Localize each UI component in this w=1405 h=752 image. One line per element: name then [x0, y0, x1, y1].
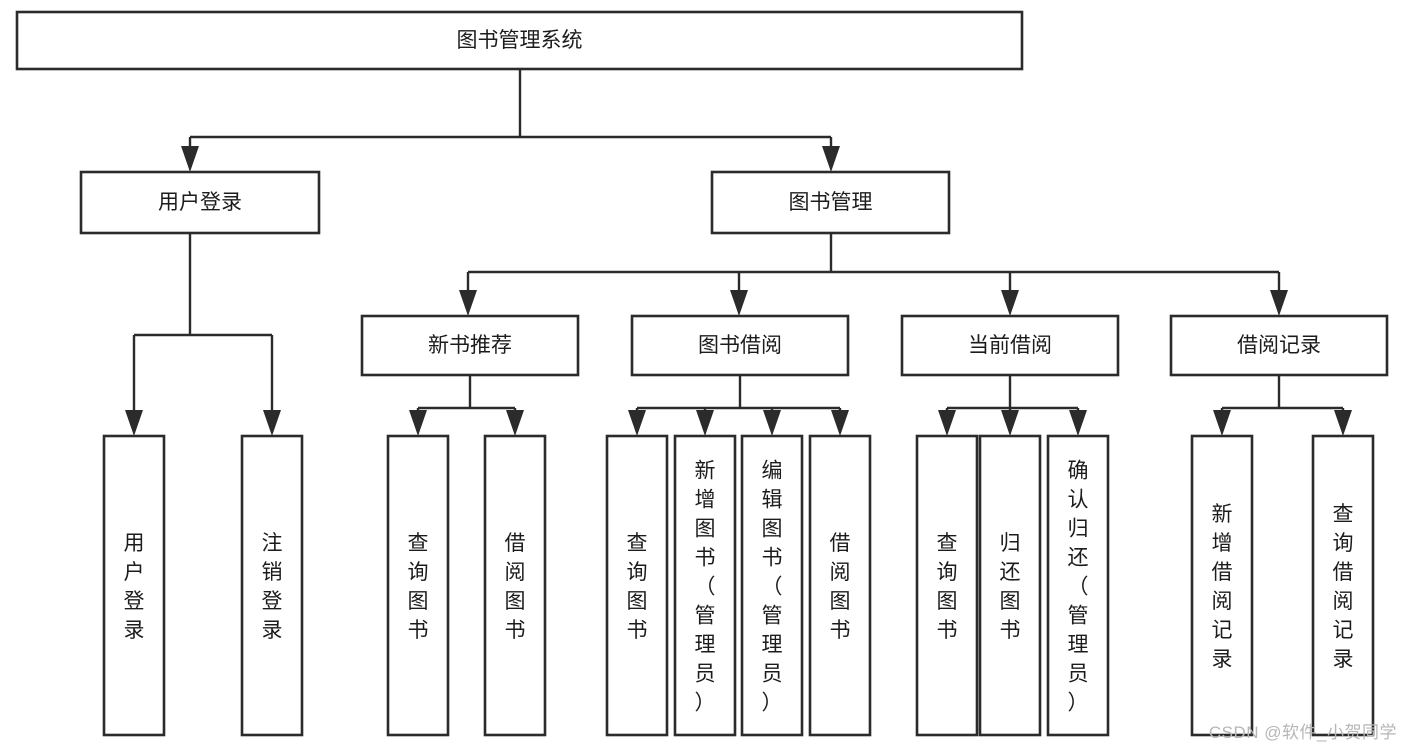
node-box[interactable]: [240, 434, 304, 737]
node-layer: 图书管理系统用户登录图书管理新书推荐图书借阅当前借阅借阅记录用户登录注销登录查询…: [15, 10, 1389, 737]
arrow-head-icon: [822, 146, 840, 172]
node-box[interactable]: [978, 434, 1042, 737]
arrow-head-icon: [263, 410, 281, 436]
node-leaf-add-book[interactable]: 新增图书（管理员）: [673, 434, 737, 737]
node-leaf-edit-book[interactable]: 编辑图书（管理员）: [740, 434, 804, 737]
node-box[interactable]: [605, 434, 669, 737]
node-current-borrow[interactable]: 当前借阅: [900, 314, 1120, 377]
node-box[interactable]: [630, 314, 850, 377]
arrow-head-icon: [181, 146, 199, 172]
arrow-head-icon: [409, 410, 427, 436]
node-label: 当前借阅: [968, 334, 1052, 357]
arrow-head-icon: [938, 410, 956, 436]
arrow-head-icon: [1069, 410, 1087, 436]
node-label: 归还图书: [1000, 532, 1021, 642]
edge-group-book-manage-children: [459, 233, 1288, 316]
node-label: 用户登录: [124, 532, 145, 642]
node-label: 查询图书: [937, 532, 958, 642]
arrow-head-icon: [1270, 290, 1288, 316]
node-box[interactable]: [1311, 434, 1375, 737]
edge-group-user-login-children: [125, 233, 281, 436]
node-label: 查询图书: [627, 532, 648, 642]
arrow-head-icon: [696, 410, 714, 436]
node-leaf-borrow-book[interactable]: 借阅图书: [808, 434, 872, 737]
node-label: 确认归还（管理员）: [1068, 460, 1089, 715]
node-label: 新书推荐: [428, 334, 512, 357]
node-box[interactable]: [1169, 314, 1389, 377]
csdn-watermark: CSDN @软件_小贺同学: [1208, 723, 1397, 742]
node-borrow-record[interactable]: 借阅记录: [1169, 314, 1389, 377]
arrow-head-icon: [831, 410, 849, 436]
node-new-book-rec[interactable]: 新书推荐: [360, 314, 580, 377]
node-book-borrow[interactable]: 图书借阅: [630, 314, 850, 377]
edge-group-borrow-record-children: [1213, 375, 1352, 436]
node-label: 借阅图书: [505, 532, 526, 642]
node-label: 新增借阅记录: [1212, 503, 1233, 671]
node-label: 查询借阅记录: [1333, 503, 1354, 671]
edge-group-root-children: [181, 69, 840, 172]
node-label: 编辑图书（管理员）: [762, 460, 783, 715]
node-box[interactable]: [740, 434, 804, 737]
node-label: 借阅记录: [1237, 334, 1321, 357]
arrow-head-icon: [459, 290, 477, 316]
node-box[interactable]: [102, 434, 166, 737]
node-label: 用户登录: [158, 191, 242, 214]
node-leaf-user-login[interactable]: 用户登录: [102, 434, 166, 737]
node-label: 新增图书（管理员）: [695, 460, 716, 715]
node-label: 注销登录: [262, 532, 283, 642]
node-box[interactable]: [79, 170, 321, 235]
node-box[interactable]: [1046, 434, 1110, 737]
arrow-head-icon: [125, 410, 143, 436]
node-leaf-query-record[interactable]: 查询借阅记录: [1311, 434, 1375, 737]
node-box[interactable]: [1190, 434, 1254, 737]
node-box[interactable]: [483, 434, 547, 737]
node-label: 借阅图书: [830, 532, 851, 642]
node-label: 查询图书: [408, 532, 429, 642]
node-label: 图书借阅: [698, 334, 782, 357]
edge-group-new-book-rec-children: [409, 375, 524, 436]
node-leaf-confirm-return[interactable]: 确认归还（管理员）: [1046, 434, 1110, 737]
arrow-head-icon: [1334, 410, 1352, 436]
node-leaf-logout[interactable]: 注销登录: [240, 434, 304, 737]
node-leaf-return-book[interactable]: 归还图书: [978, 434, 1042, 737]
node-label: 图书管理系统: [457, 29, 583, 52]
arrow-head-icon: [628, 410, 646, 436]
node-leaf-borrow-book-rec[interactable]: 借阅图书: [483, 434, 547, 737]
node-box[interactable]: [360, 314, 580, 377]
node-box[interactable]: [710, 170, 951, 235]
node-box[interactable]: [808, 434, 872, 737]
node-leaf-query-book-borrow[interactable]: 查询图书: [605, 434, 669, 737]
node-root[interactable]: 图书管理系统: [15, 10, 1024, 71]
node-box[interactable]: [673, 434, 737, 737]
node-label: 图书管理: [789, 191, 873, 214]
node-box[interactable]: [15, 10, 1024, 71]
node-book-manage[interactable]: 图书管理: [710, 170, 951, 235]
edge-group-book-borrow-children: [628, 375, 849, 436]
node-box[interactable]: [386, 434, 450, 737]
node-leaf-query-book-cur[interactable]: 查询图书: [915, 434, 979, 737]
arrow-head-icon: [730, 290, 748, 316]
node-box[interactable]: [915, 434, 979, 737]
arrow-head-icon: [1213, 410, 1231, 436]
node-box[interactable]: [900, 314, 1120, 377]
connector-layer: [125, 69, 1352, 436]
edge-group-current-borrow-children: [938, 375, 1087, 436]
arrow-head-icon: [1001, 290, 1019, 316]
arrow-head-icon: [1001, 410, 1019, 436]
arrow-head-icon: [506, 410, 524, 436]
node-leaf-add-record[interactable]: 新增借阅记录: [1190, 434, 1254, 737]
arrow-head-icon: [763, 410, 781, 436]
node-leaf-query-book-rec[interactable]: 查询图书: [386, 434, 450, 737]
node-user-login[interactable]: 用户登录: [79, 170, 321, 235]
